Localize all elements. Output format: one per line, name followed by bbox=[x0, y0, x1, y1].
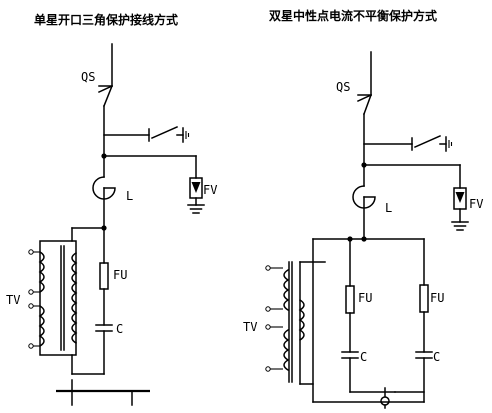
right-capacitor-1-label: C bbox=[360, 350, 367, 364]
left-qs-switch bbox=[98, 43, 113, 157]
left-tv-label: TV bbox=[6, 293, 20, 307]
right-reactor-label: L bbox=[385, 201, 392, 215]
left-diagram: 单星开口三角保护接线方式 QS bbox=[6, 12, 217, 406]
right-neutral-ct bbox=[380, 387, 390, 409]
left-capacitor-label: C bbox=[116, 322, 123, 336]
right-capacitor-1 bbox=[341, 351, 359, 359]
right-qs-label: QS bbox=[336, 80, 350, 94]
left-reactor bbox=[92, 155, 116, 229]
left-fv-label: FV bbox=[203, 183, 217, 197]
left-fuse-label: FU bbox=[113, 268, 127, 282]
left-earthing-switch bbox=[103, 126, 190, 143]
right-capacitor-2-label: C bbox=[433, 350, 440, 364]
left-voltage-transformer bbox=[28, 227, 78, 375]
left-fv-arrester bbox=[103, 155, 205, 214]
left-qs-label: QS bbox=[81, 70, 95, 84]
right-diagram: 双星中性点电流不平衡保护方式 QS bbox=[243, 8, 483, 409]
right-diagram-title: 双星中性点电流不平衡保护方式 bbox=[269, 8, 437, 23]
right-fuse-1 bbox=[345, 285, 355, 314]
right-fuse-1-label: FU bbox=[358, 291, 372, 305]
right-qs-switch bbox=[357, 51, 372, 166]
left-fuse bbox=[99, 262, 109, 290]
right-earthing-switch bbox=[363, 135, 453, 152]
right-fuse-2-label: FU bbox=[430, 291, 444, 305]
left-capacitor bbox=[95, 324, 113, 332]
right-tv-label: TV bbox=[243, 320, 257, 334]
right-fuse-2 bbox=[419, 284, 429, 313]
right-reactor bbox=[352, 164, 376, 240]
right-fv-label: FV bbox=[469, 197, 483, 211]
left-diagram-title: 单星开口三角保护接线方式 bbox=[34, 12, 178, 27]
right-capacitor-2 bbox=[415, 351, 433, 359]
right-fv-arrester bbox=[363, 164, 469, 231]
left-reactor-label: L bbox=[126, 189, 133, 203]
right-voltage-transformer bbox=[265, 238, 326, 403]
